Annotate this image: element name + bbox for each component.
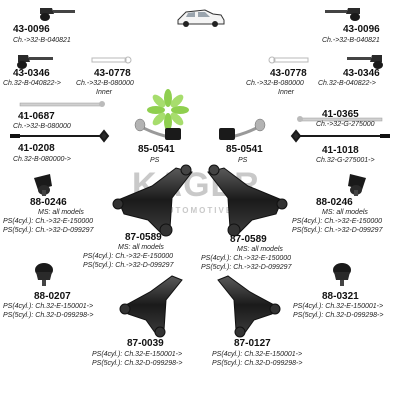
part-number-ball-joint-lower-left: 88-0207 bbox=[34, 291, 71, 302]
part-note-axial-rod-1-left: Ch.->32-B-080000 bbox=[13, 123, 71, 130]
part-note-axial-rod-1-right: Ch.->32-G-275000 bbox=[316, 121, 375, 128]
part-number-stabilizer-link-left: 85-0541 bbox=[138, 144, 175, 155]
part-number-tie-rod-end-left: 43-0096 bbox=[13, 24, 50, 35]
tie-rod-end-icon bbox=[40, 8, 75, 21]
part-number-axial-rod-1-right: 41-0365 bbox=[322, 109, 359, 120]
part-note-stabilizer-link-right: PS bbox=[238, 157, 248, 164]
part-number-axial-rod-2-right: 41-1018 bbox=[322, 145, 359, 156]
brand-logo-icon bbox=[147, 89, 189, 131]
part-number-axial-rod-1-left: 41-0687 bbox=[18, 111, 55, 122]
ball-joint-icon bbox=[333, 263, 351, 286]
axial-rod-icon bbox=[10, 129, 390, 143]
car-icon bbox=[177, 9, 225, 27]
part-number-axial-rod-2-left: 41-0208 bbox=[18, 143, 55, 154]
part-number-tie-rod-end-right: 43-0096 bbox=[343, 24, 380, 35]
part-note-control-arm-upper-right-2: PS(5cyl.): Ch.->32-D-099297 bbox=[201, 264, 292, 271]
tie-rod-end-icon bbox=[17, 55, 53, 69]
part-number-stabilizer-link-right: 85-0541 bbox=[226, 144, 263, 155]
part-note-ball-joint-upper-right-1: PS(4cyl.): Ch.->32-E-150000 bbox=[292, 218, 383, 225]
stabilizer-link-icon bbox=[134, 118, 181, 140]
part-note-tie-rod-end-2-left: Ch.32-B-040822-> bbox=[3, 80, 61, 87]
part-note-ball-joint-upper-right-2: PS(5cyl.): Ch.->32-D-099297 bbox=[292, 227, 383, 234]
part-note-axial-rod-2-right: Ch.32-G-275001-> bbox=[316, 157, 375, 164]
tie-rod-end-icon bbox=[325, 8, 360, 21]
part-note-inner-rod-left-0: Ch.->32-B-080000 bbox=[76, 80, 134, 87]
part-note-control-arm-lower-right-0: PS(4cyl.): Ch.32-E-150001-> bbox=[212, 351, 303, 358]
axial-rod-icon bbox=[19, 101, 383, 122]
control-arm-icon bbox=[112, 164, 193, 237]
part-note-inner-rod-right-1: Inner bbox=[278, 89, 294, 96]
brand-watermark-sub: AUTOMOTIVE bbox=[160, 206, 234, 215]
part-number-control-arm-upper-left: 87-0589 bbox=[125, 232, 162, 243]
part-note-control-arm-upper-left-0: MS: all models bbox=[118, 244, 164, 251]
part-note-control-arm-upper-right-0: MS: all models bbox=[237, 246, 283, 253]
part-note-control-arm-upper-right-1: PS(4cyl.): Ch.->32-E-150000 bbox=[201, 255, 292, 262]
part-note-tie-rod-end-left: Ch.->32-B-040821 bbox=[13, 37, 71, 44]
part-note-ball-joint-upper-left-0: MS: all models bbox=[38, 209, 84, 216]
part-note-ball-joint-lower-left-1: PS(5cyl.): Ch.32-D-099298-> bbox=[3, 312, 94, 319]
control-arm-icon bbox=[119, 275, 183, 338]
control-arm-icon bbox=[207, 164, 288, 237]
part-note-control-arm-upper-left-1: PS(4cyl.): Ch.->32-E-150000 bbox=[83, 253, 174, 260]
ball-joint-icon bbox=[35, 263, 53, 286]
part-note-ball-joint-lower-left-0: PS(4cyl.): Ch.32-E-150001-> bbox=[3, 303, 94, 310]
part-number-ball-joint-upper-right: 88-0246 bbox=[316, 197, 353, 208]
part-note-ball-joint-upper-left-1: PS(4cyl.): Ch.->32-E-150000 bbox=[3, 218, 94, 225]
part-note-ball-joint-upper-left-2: PS(5cyl.): Ch.->32-D-099297 bbox=[3, 227, 94, 234]
part-number-tie-rod-end-2-right: 43-0346 bbox=[343, 68, 380, 79]
part-number-ball-joint-lower-right: 88-0321 bbox=[322, 291, 359, 302]
part-note-ball-joint-lower-right-0: PS(4cyl.): Ch.32-E-150001-> bbox=[293, 303, 384, 310]
part-number-control-arm-lower-left: 87-0039 bbox=[127, 338, 164, 349]
part-note-control-arm-upper-left-2: PS(5cyl.): Ch.->32-D-099297 bbox=[83, 262, 174, 269]
part-note-control-arm-lower-left-0: PS(4cyl.): Ch.32-E-150001-> bbox=[92, 351, 183, 358]
part-note-ball-joint-lower-right-1: PS(5cyl.): Ch.32-D-099298-> bbox=[293, 312, 384, 319]
part-number-control-arm-upper-right: 87-0589 bbox=[230, 234, 267, 245]
part-note-stabilizer-link-left: PS bbox=[150, 157, 160, 164]
part-note-control-arm-lower-right-1: PS(5cyl.): Ch.32-D-099298-> bbox=[212, 360, 303, 367]
part-note-inner-rod-left-1: Inner bbox=[96, 89, 112, 96]
part-number-inner-rod-right: 43-0778 bbox=[270, 68, 307, 79]
part-number-ball-joint-upper-left: 88-0246 bbox=[30, 197, 67, 208]
part-number-inner-rod-left: 43-0778 bbox=[94, 68, 131, 79]
part-note-axial-rod-2-left: Ch.32-B-080000-> bbox=[13, 156, 71, 163]
control-arm-icon bbox=[217, 275, 281, 338]
part-note-tie-rod-end-right: Ch.->32-B-040821 bbox=[322, 37, 380, 44]
tie-rod-end-icon bbox=[347, 55, 383, 69]
ball-joint-icon bbox=[34, 174, 52, 196]
part-number-tie-rod-end-2-left: 43-0346 bbox=[13, 68, 50, 79]
part-note-control-arm-lower-left-1: PS(5cyl.): Ch.32-D-099298-> bbox=[92, 360, 183, 367]
ball-joint-icon bbox=[348, 174, 366, 196]
part-number-control-arm-lower-right: 87-0127 bbox=[234, 338, 271, 349]
stabilizer-link-icon bbox=[219, 118, 266, 140]
part-note-inner-rod-right-0: Ch.->32-B-080000 bbox=[246, 80, 304, 87]
part-note-ball-joint-upper-right-0: MS: all models bbox=[322, 209, 368, 216]
part-note-tie-rod-end-2-right: Ch.32-B-040822-> bbox=[318, 80, 376, 87]
inner-rod-icon bbox=[91, 56, 309, 64]
